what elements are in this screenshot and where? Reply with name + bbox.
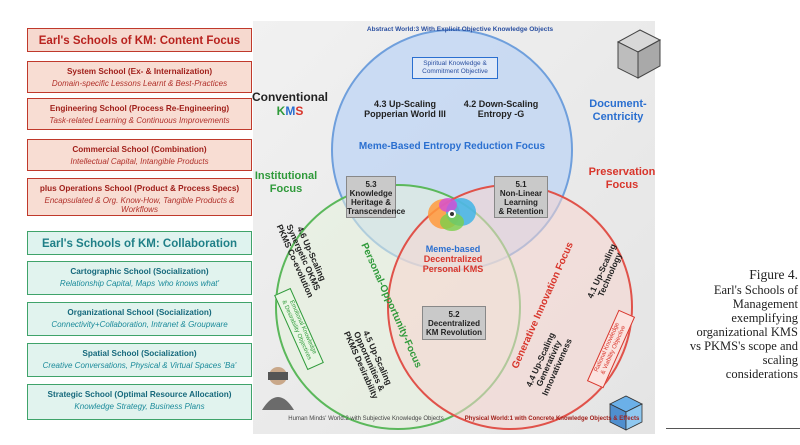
- collaboration-focus-panel: Earl's Schools of KM: Collaboration Focu…: [27, 231, 252, 426]
- school-title: Spatial School (Socialization): [82, 349, 197, 358]
- b51-line-1: Non-Linear: [499, 189, 543, 198]
- spiritual-knowledge-box: Spiritual Knowledge & Commitment Objecti…: [412, 57, 498, 79]
- upscaling-4-3: 4.3 Up-Scaling Popperian World III: [360, 99, 450, 119]
- content-school-operations: plus Operations School (Product & Proces…: [27, 178, 252, 216]
- content-school-commercial: Commercial School (Combination) Intellec…: [27, 139, 252, 171]
- school-title: Engineering School (Process Re-Engineeri…: [49, 104, 230, 113]
- school-title: Strategic School (Optimal Resource Alloc…: [47, 390, 232, 399]
- school-subtitle: Task-related Learning & Continuous Impro…: [49, 116, 230, 125]
- center-line-3: Personal KMS: [422, 264, 484, 274]
- collab-school-strategic: Strategic School (Optimal Resource Alloc…: [27, 384, 252, 420]
- caption-divider: [666, 428, 800, 429]
- box-5-2: 5.2 Decentralized KM Revolution: [422, 306, 486, 340]
- document-centricity-label: Document- Centricity: [578, 98, 658, 124]
- inst-line-1: Institutional: [254, 170, 318, 182]
- b52-line-1: Decentralized: [427, 319, 481, 328]
- brain-icon: [428, 198, 476, 231]
- pres-line-1: Preservation: [588, 166, 656, 178]
- school-subtitle: Creative Conversations, Physical & Virtu…: [42, 361, 237, 370]
- caption-line: exemplifying: [731, 311, 798, 325]
- caption-line: Earl's Schools of: [713, 283, 798, 297]
- u43-line-2: Popperian World III: [364, 109, 446, 119]
- b51-line-3: & Retention: [498, 207, 544, 216]
- preservation-focus-label: Preservation Focus: [582, 166, 662, 192]
- conventional-kms-label: Conventional KMS: [250, 90, 330, 118]
- content-focus-panel: Earl's Schools of KM: Content Focus Syst…: [27, 28, 252, 218]
- b53-num: 5.3: [365, 180, 377, 189]
- box-5-3: 5.3 Knowledge Heritage & Transcendence: [346, 176, 406, 218]
- kms-k: K: [276, 104, 286, 118]
- human-minds-world-label: Human Minds' World:2 with Subjective Kno…: [288, 416, 444, 422]
- downscaling-4-2: 4.2 Down-Scaling Entropy -G: [456, 99, 546, 119]
- b53-line-1: Knowledge: [349, 189, 393, 198]
- kms-s: S: [295, 104, 304, 118]
- doc-line-2: Centricity: [592, 111, 644, 123]
- d42-line-2: Entropy -G: [477, 109, 525, 119]
- doc-line-1: Document-: [589, 98, 647, 110]
- school-title: Commercial School (Combination): [72, 145, 207, 154]
- conventional-word: Conventional: [251, 90, 328, 104]
- school-subtitle: Encapsulated & Org. Know-How, Tangible P…: [44, 196, 235, 214]
- collab-school-organizational: Organizational School (Socialization) Co…: [27, 302, 252, 336]
- caption-line: Management: [732, 297, 798, 311]
- content-panel-title: Earl's Schools of KM: Content Focus: [27, 28, 252, 52]
- b51-line-2: Learning: [504, 198, 538, 207]
- school-title: plus Operations School (Product & Proces…: [39, 184, 240, 193]
- kms-word: KMS: [250, 104, 330, 118]
- content-school-engineering: Engineering School (Process Re-Engineeri…: [27, 98, 252, 130]
- spiritual-line-2: Commitment Objective: [422, 68, 488, 75]
- school-subtitle: Domain-specific Lessons Learnt & Best-Pr…: [51, 79, 228, 88]
- b51-num: 5.1: [515, 180, 527, 189]
- inst-line-2: Focus: [269, 183, 303, 195]
- person-vr-icon: [262, 367, 294, 410]
- caption-line: considerations: [725, 367, 798, 381]
- school-subtitle: Connectivity+Collaboration, Intranet & G…: [51, 320, 228, 329]
- b53-line-3: Transcendence: [347, 207, 406, 216]
- school-title: System School (Ex- & Internalization): [66, 67, 213, 76]
- figure-title: Figure 4.: [749, 267, 798, 282]
- institutional-focus-label: Institutional Focus: [246, 170, 326, 196]
- u43-line-1: 4.3 Up-Scaling: [373, 99, 436, 109]
- b52-num: 5.2: [448, 310, 460, 319]
- collab-school-cartographic: Cartographic School (Socialization) Rela…: [27, 261, 252, 295]
- box-5-1: 5.1 Non-Linear Learning & Retention: [494, 176, 548, 218]
- center-personal-kms: Meme-based Decentralized Personal KMS: [408, 244, 498, 274]
- school-subtitle: Intellectual Capital, Intangible Product…: [70, 157, 209, 166]
- pres-line-2: Focus: [605, 179, 639, 191]
- school-title: Cartographic School (Socialization): [70, 267, 209, 276]
- b53-line-2: Heritage &: [350, 198, 391, 207]
- center-line-1: Meme-based: [425, 244, 481, 254]
- caption-line: organizational KMS: [696, 325, 799, 339]
- school-subtitle: Relationship Capital, Maps 'who knows wh…: [59, 279, 220, 288]
- collab-panel-title: Earl's Schools of KM: Collaboration Focu…: [27, 231, 252, 274]
- physical-world-label: Physical World:1 with Concrete Knowledge…: [464, 416, 640, 422]
- school-title: Organizational School (Socialization): [67, 308, 212, 317]
- d42-line-1: 4.2 Down-Scaling: [463, 99, 539, 109]
- caption-line: vs PKMS's scope and: [689, 339, 798, 353]
- rubiks-cube-icon: [609, 395, 643, 431]
- kms-m: M: [285, 104, 296, 118]
- figure-caption: Figure 4. Earl's Schools of Management e…: [660, 267, 799, 382]
- meme-entropy-label: Meme-Based Entropy Reduction Focus: [358, 141, 546, 152]
- caption-line: scaling: [762, 353, 798, 367]
- center-line-2: Decentralized: [423, 254, 483, 264]
- spiritual-line-1: Spiritual Knowledge &: [423, 60, 487, 67]
- abstract-world-label: Abstract World:3 With Explicit Objective…: [366, 26, 554, 33]
- b52-line-2: KM Revolution: [426, 328, 482, 337]
- cube-sketch-icon: [616, 29, 662, 79]
- content-school-system: System School (Ex- & Internalization) Do…: [27, 61, 252, 93]
- collab-school-spatial: Spatial School (Socialization) Creative …: [27, 343, 252, 377]
- school-subtitle: Knowledge Strategy, Business Plans: [74, 402, 205, 411]
